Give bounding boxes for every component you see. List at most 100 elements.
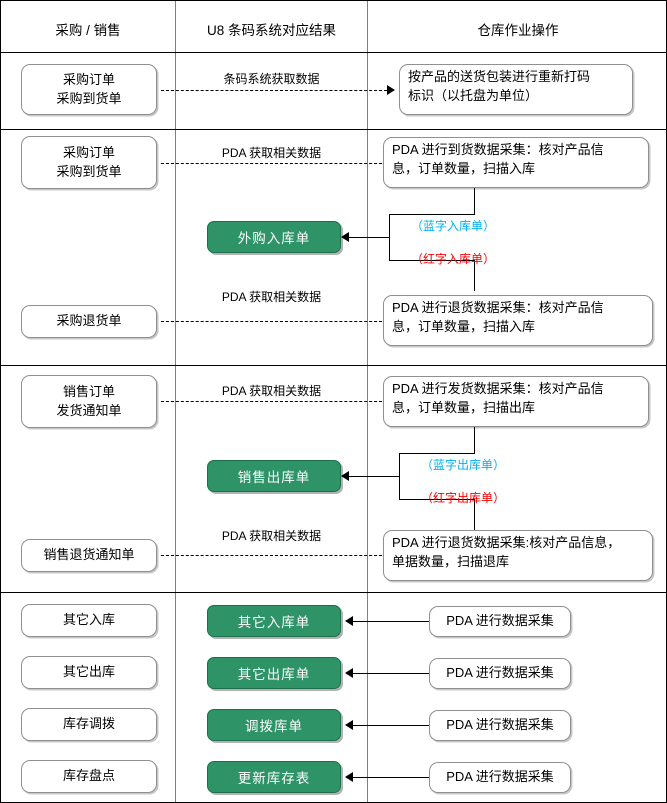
node-sales-return-notice[interactable]: 销售退货通知单 — [21, 539, 157, 572]
arrow-head-row-1 — [345, 616, 353, 626]
node-line-2: 采购到货单 — [56, 163, 122, 179]
arrow-head-1 — [387, 85, 395, 95]
arrow-head-row-4 — [345, 772, 353, 782]
column-header-label: U8 条码系统对应结果 — [206, 23, 336, 38]
bracket-bottom-arm-2 — [399, 499, 475, 500]
node-purchase-order-arrival-2[interactable]: 采购订单 采购到货单 — [21, 136, 157, 189]
node-line-2: 息，订单数量，扫描入库 — [392, 160, 536, 176]
green-node-transfer-receipt[interactable]: 调拨库单 — [207, 709, 341, 741]
green-node-sales-outbound-receipt[interactable]: 销售出库单 — [207, 460, 341, 492]
annotation-text: （蓝字入库单） — [411, 219, 496, 233]
node-repack-barcode-label[interactable]: 按产品的送货包装进行重新打码 标识（以托盘为单位） — [399, 64, 633, 115]
mid-label-pda-fetch-1: PDA 获取相关数据 — [176, 144, 367, 161]
annotation-blue-inbound: （蓝字入库单） — [411, 217, 495, 234]
bracket-top-stem-2 — [474, 427, 475, 454]
node-purchase-order-arrival-1[interactable]: 采购订单 采购到货单 — [21, 64, 157, 115]
node-label: PDA 进行数据采集 — [446, 613, 554, 629]
mid-label-pda-fetch-3: PDA 获取相关数据 — [176, 382, 367, 399]
bracket-top-arm-2 — [399, 453, 475, 454]
arrow-head-row-2 — [345, 668, 353, 678]
mid-label-text: PDA 获取相关数据 — [221, 384, 322, 398]
section-separator-3 — [1, 592, 666, 593]
green-node-label: 销售出库单 — [237, 470, 311, 485]
annotation-text: （蓝字出库单） — [421, 458, 506, 472]
node-inventory-transfer[interactable]: 库存调拨 — [21, 708, 157, 741]
green-node-label: 更新库存表 — [237, 771, 311, 786]
node-pda-delivery-collect[interactable]: PDA 进行发货数据采集：核对产品信 息，订单数量，扫描出库 — [383, 376, 649, 427]
dashed-connector-4 — [161, 401, 387, 402]
bracket-bottom-stem-1 — [474, 260, 475, 291]
node-inventory-count[interactable]: 库存盘点 — [21, 760, 157, 793]
node-pda-collect-3[interactable]: PDA 进行数据采集 — [429, 710, 571, 741]
bracket-out-line-2 — [349, 476, 400, 477]
arrow-head-row-3 — [345, 720, 353, 730]
bracket-out-line-1 — [349, 237, 390, 238]
dashed-connector-2 — [161, 163, 387, 164]
node-label: 采购退货单 — [56, 313, 122, 329]
green-node-label: 其它入库单 — [237, 615, 311, 630]
section-separator-2 — [1, 365, 666, 366]
node-line-1: PDA 进行退货数据采集:核对产品信息， — [392, 535, 621, 550]
node-sales-order-delivery[interactable]: 销售订单 发货通知单 — [21, 375, 157, 428]
green-node-other-outbound-receipt[interactable]: 其它出库单 — [207, 657, 341, 689]
mid-label-barcode-fetch: 条码系统获取数据 — [176, 70, 367, 87]
node-line-2: 单据数量，扫描退库 — [392, 553, 510, 569]
green-node-other-inbound-receipt[interactable]: 其它入库单 — [207, 605, 341, 637]
mid-label-pda-fetch-4: PDA 获取相关数据 — [176, 527, 367, 544]
bracket-bottom-arm-1 — [389, 260, 475, 261]
dashed-connector-3 — [161, 321, 387, 322]
node-pda-sales-return-collect[interactable]: PDA 进行退货数据采集:核对产品信息， 单据数量，扫描退库 — [383, 530, 653, 581]
row-connector-3 — [353, 725, 429, 726]
node-line-1: 采购订单 — [62, 71, 115, 87]
node-pda-collect-4[interactable]: PDA 进行数据采集 — [429, 762, 571, 793]
row-connector-2 — [353, 673, 429, 674]
node-line-2: 发货通知单 — [56, 402, 122, 418]
node-line-1: 采购订单 — [62, 144, 115, 160]
arrow-head-green-2 — [341, 471, 349, 481]
mid-label-text: 条码系统获取数据 — [223, 72, 320, 86]
header-separator — [1, 52, 666, 53]
row-connector-1 — [353, 621, 429, 622]
mid-label-pda-fetch-2: PDA 获取相关数据 — [176, 288, 367, 305]
annotation-text: （红字出库单） — [421, 491, 506, 505]
node-label: PDA 进行数据采集 — [446, 769, 554, 785]
node-label: 库存调拨 — [62, 716, 115, 732]
node-pda-purchase-return-collect[interactable]: PDA 进行退货数据采集：核对产品信 息，订单数量，扫描入库 — [383, 295, 653, 346]
node-line-1: 销售订单 — [62, 383, 115, 399]
column-header-u8-barcode: U8 条码系统对应结果 — [176, 19, 367, 39]
node-line-1: PDA 进行发货数据采集：核对产品信 — [392, 381, 604, 396]
bracket-bottom-stem-2 — [474, 499, 475, 530]
node-pda-collect-1[interactable]: PDA 进行数据采集 — [429, 606, 571, 637]
annotation-red-inbound: （红字入库单） — [411, 250, 495, 267]
green-node-label: 调拨库单 — [245, 719, 303, 734]
dashed-connector-1 — [161, 90, 387, 91]
node-label: 其它出库 — [62, 664, 115, 680]
bracket-top-arm-1 — [389, 214, 475, 215]
annotation-red-outbound: （红字出库单） — [421, 489, 505, 506]
arrow-head-green-1 — [341, 232, 349, 242]
green-node-update-inventory-table[interactable]: 更新库存表 — [207, 761, 341, 793]
green-node-external-purchase-receipt[interactable]: 外购入库单 — [207, 221, 341, 253]
dashed-connector-5 — [161, 555, 387, 556]
node-other-inbound[interactable]: 其它入库 — [21, 604, 157, 637]
node-line-2: 息，订单数量，扫描入库 — [392, 318, 536, 334]
column-header-warehouse-ops: 仓库作业操作 — [368, 19, 666, 39]
column-header-label: 采购 / 销售 — [55, 23, 121, 38]
node-line-1: PDA 进行退货数据采集：核对产品信 — [392, 300, 604, 315]
node-pda-collect-2[interactable]: PDA 进行数据采集 — [429, 658, 571, 689]
node-label: 销售退货通知单 — [43, 547, 135, 563]
annotation-text: （红字入库单） — [411, 252, 496, 266]
green-node-label: 外购入库单 — [237, 231, 311, 246]
node-purchase-return[interactable]: 采购退货单 — [21, 305, 157, 338]
node-other-outbound[interactable]: 其它出库 — [21, 656, 157, 689]
node-label: 其它入库 — [62, 612, 115, 628]
annotation-blue-outbound: （蓝字出库单） — [421, 456, 505, 473]
node-line-1: 按产品的送货包装进行重新打码 — [408, 69, 591, 84]
node-label: PDA 进行数据采集 — [446, 717, 554, 733]
node-line-1: PDA 进行到货数据采集：核对产品信 — [392, 142, 604, 157]
mid-label-text: PDA 获取相关数据 — [221, 146, 322, 160]
node-pda-arrival-collect[interactable]: PDA 进行到货数据采集：核对产品信 息，订单数量，扫描入库 — [383, 137, 649, 188]
green-node-label: 其它出库单 — [237, 667, 311, 682]
row-connector-4 — [353, 777, 429, 778]
